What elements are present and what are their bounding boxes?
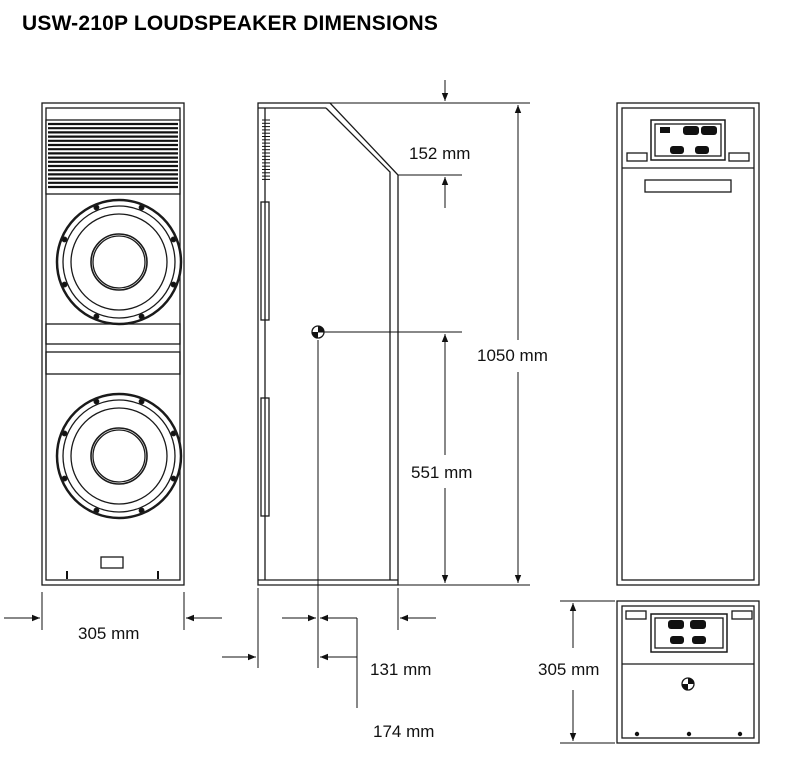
woofer-bolt (93, 398, 100, 405)
woofer-bolt (93, 204, 100, 211)
woofer-bolt (138, 507, 145, 514)
woofer-bolt (61, 430, 68, 437)
side-handle-upper (260, 201, 270, 321)
rigging-point (311, 325, 325, 339)
rear-connectors (660, 126, 717, 154)
dim-label-top-step: 152 mm (409, 144, 470, 163)
rear-input-panel (650, 119, 726, 161)
dim-label-total-height: 1050 mm (477, 346, 548, 365)
front-view (41, 102, 185, 586)
woofer-bolt (170, 430, 177, 437)
front-badge (100, 556, 124, 569)
woofer-bolt (170, 475, 177, 482)
side-handle-lower (260, 397, 270, 517)
front-middle-panel (45, 323, 181, 345)
dim-label-mount-depth: 131 mm (370, 660, 431, 679)
woofer-bolt (170, 281, 177, 288)
woofer-bolt (138, 313, 145, 320)
woofer-bolt (61, 475, 68, 482)
woofer-bolt (170, 236, 177, 243)
rear-label-plate (644, 179, 732, 193)
top-rigging-point (681, 677, 695, 691)
upper-woofer (55, 198, 183, 326)
rear-view (616, 102, 760, 586)
dim-label-bottom-depth: 305 mm (538, 660, 599, 679)
lower-woofer (55, 392, 183, 520)
front-feet (66, 571, 159, 579)
dimension-lines (4, 80, 615, 744)
woofer-bolt (61, 236, 68, 243)
woofer-bolt (138, 204, 145, 211)
dim-label-total-depth: 174 mm (373, 722, 434, 741)
woofer-bolt (138, 398, 145, 405)
front-grille (45, 119, 181, 195)
woofer-bolt (93, 507, 100, 514)
top-input-panel (650, 613, 728, 653)
top-view (616, 600, 760, 744)
woofer-bolt (93, 313, 100, 320)
dim-label-mount-height: 551 mm (411, 463, 472, 482)
page-title: USW-210P LOUDSPEAKER DIMENSIONS (22, 12, 439, 35)
woofer-bolt (61, 281, 68, 288)
side-view (257, 102, 399, 586)
dim-label-front-width: 305 mm (78, 624, 139, 643)
